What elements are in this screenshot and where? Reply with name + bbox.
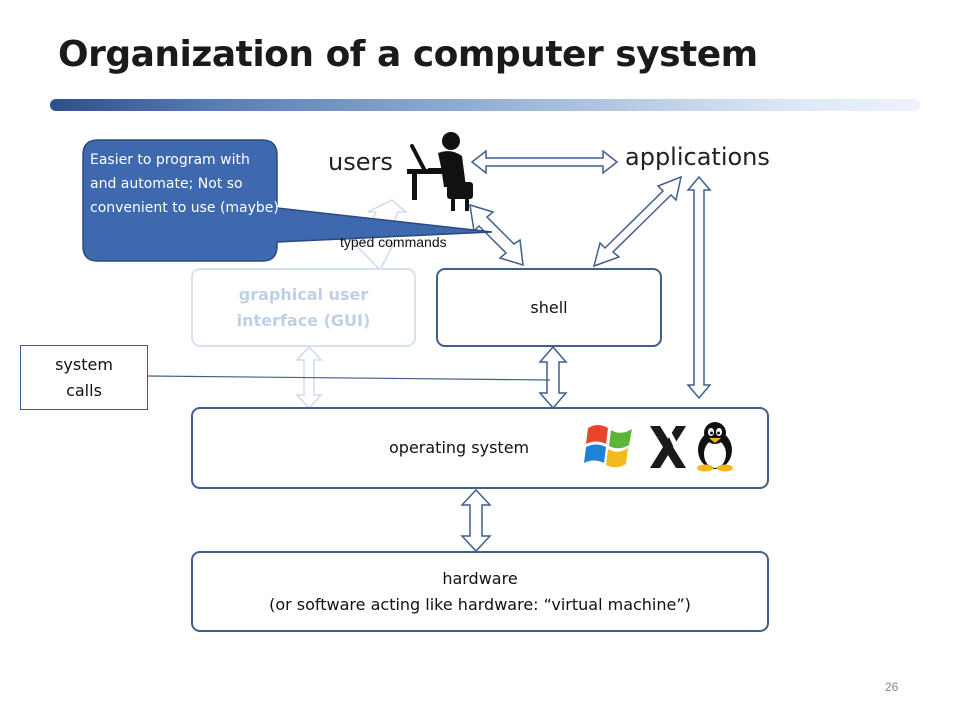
users-label: users	[328, 148, 393, 176]
hardware-label: hardware (or software acting like hardwa…	[269, 568, 691, 614]
shell-box: shell	[436, 268, 662, 347]
typed-commands-label: typed commands	[340, 234, 447, 250]
system-calls-label: system calls	[55, 354, 113, 400]
user-at-computer-icon	[407, 132, 473, 211]
page-number: 26	[885, 680, 899, 694]
x-window-logo-icon	[650, 426, 686, 468]
users-shell-arrow	[469, 203, 524, 267]
applications-label: applications	[625, 143, 770, 171]
system-calls-box: system calls	[20, 345, 148, 410]
callout-bubble	[82, 139, 493, 262]
callout-text: Easier to program with and automate; Not…	[90, 152, 279, 216]
system-calls-pointer	[147, 375, 551, 381]
windows-logo-icon	[584, 425, 632, 468]
slide-title: Organization of a computer system	[58, 34, 758, 75]
applications-shell-arrow	[592, 175, 683, 268]
applications-os-arrow	[686, 175, 712, 400]
users-applications-arrow	[470, 149, 619, 175]
title-underline-bar	[50, 99, 920, 111]
gui-box: graphical user interface (GUI)	[191, 268, 416, 347]
operating-system-label: operating system	[389, 438, 530, 457]
linux-tux-logo-icon	[697, 422, 733, 472]
hardware-box: hardware (or software acting like hardwa…	[191, 551, 769, 632]
gui-label: graphical user interface (GUI)	[236, 284, 371, 330]
shell-label: shell	[530, 297, 568, 317]
